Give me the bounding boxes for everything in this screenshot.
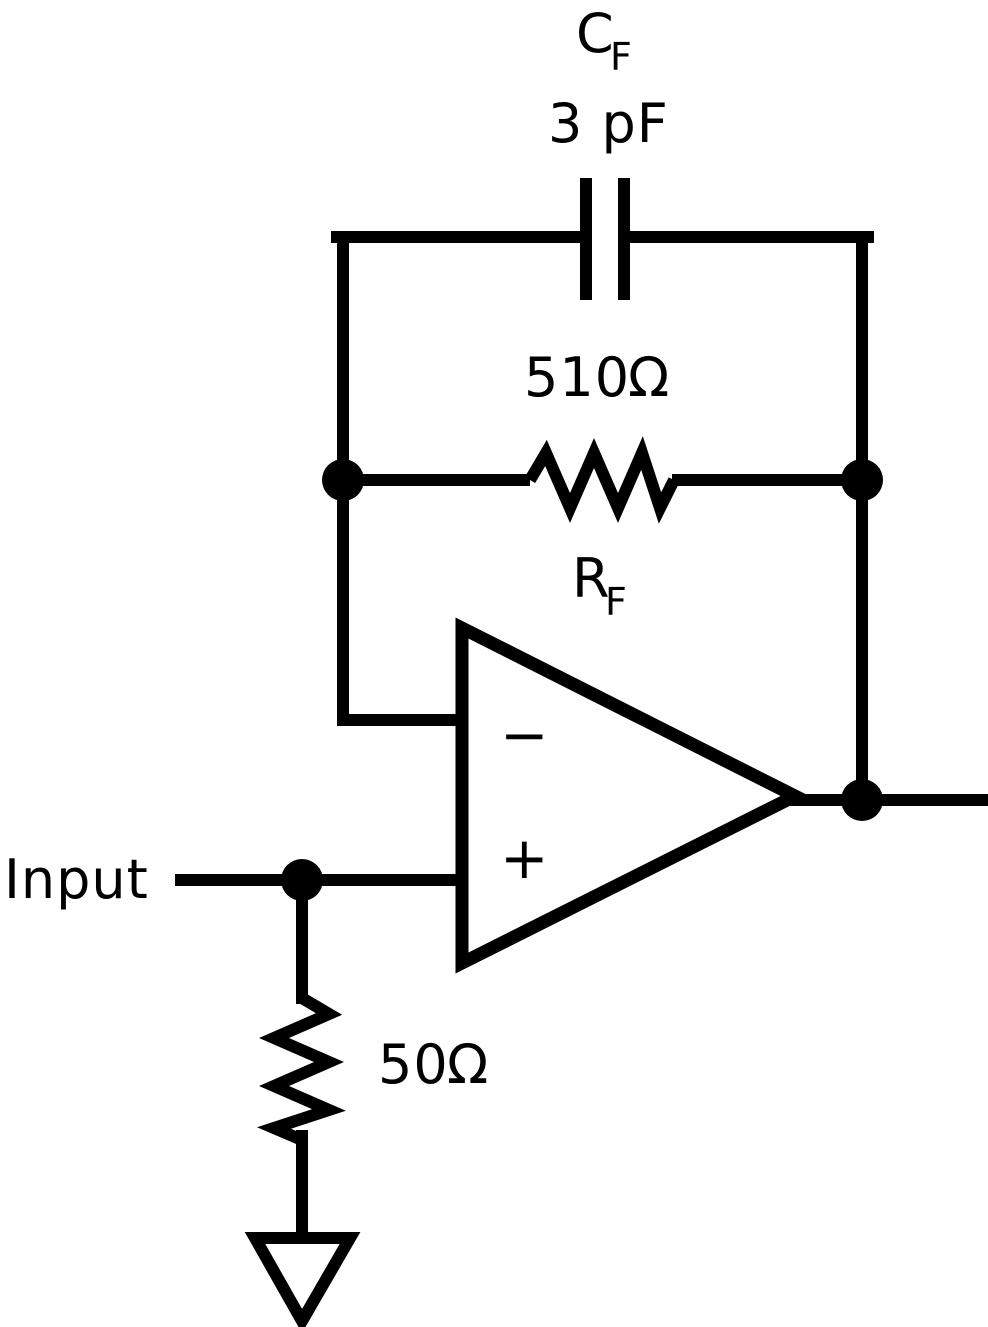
signal-input-path [175, 874, 462, 1004]
res-f-zigzag [524, 436, 680, 524]
cap-designator-label: C [576, 2, 615, 65]
junction-dot-input-node [281, 859, 323, 901]
opamp-noninverting-sign: + [500, 824, 549, 892]
label-group-input: Input [4, 848, 149, 911]
opamp-symbol: − + [455, 474, 988, 974]
junction-dot-output-node [841, 779, 883, 821]
cap-value-label: 3 pF [548, 92, 669, 155]
feedback-capacitor-branch [331, 178, 874, 492]
junction-dot-inverting-node [322, 459, 364, 501]
res-f-unit-label: Ω [628, 346, 670, 409]
label-group-feedback-capacitor: C F 3 pF [548, 2, 669, 155]
ground-symbol [244, 1232, 361, 1327]
feedback-resistor-branch [343, 436, 862, 524]
termination-resistor [257, 992, 346, 1249]
label-group-feedback-resistor: 510 Ω R F [524, 346, 670, 624]
res-f-value-label: 510 [524, 346, 630, 409]
opamp-triangle [455, 617, 810, 974]
res-term-zigzag [257, 992, 346, 1146]
inverting-input-wire [337, 468, 468, 726]
res-f-designator-subscript: F [605, 580, 627, 624]
cap-designator-subscript: F [610, 35, 632, 79]
junction-dot-feedback-output-node [841, 459, 883, 501]
opamp-inverting-sign: − [500, 701, 549, 769]
res-term-value-label: 50 [378, 1033, 449, 1096]
ground-triangle [244, 1232, 361, 1327]
res-term-unit-label: Ω [447, 1033, 489, 1096]
inverting-input-path [337, 468, 468, 726]
input-label: Input [4, 848, 149, 911]
res-f-designator-label: R [572, 547, 611, 610]
label-group-termination-resistor: 50 Ω [378, 1033, 489, 1096]
